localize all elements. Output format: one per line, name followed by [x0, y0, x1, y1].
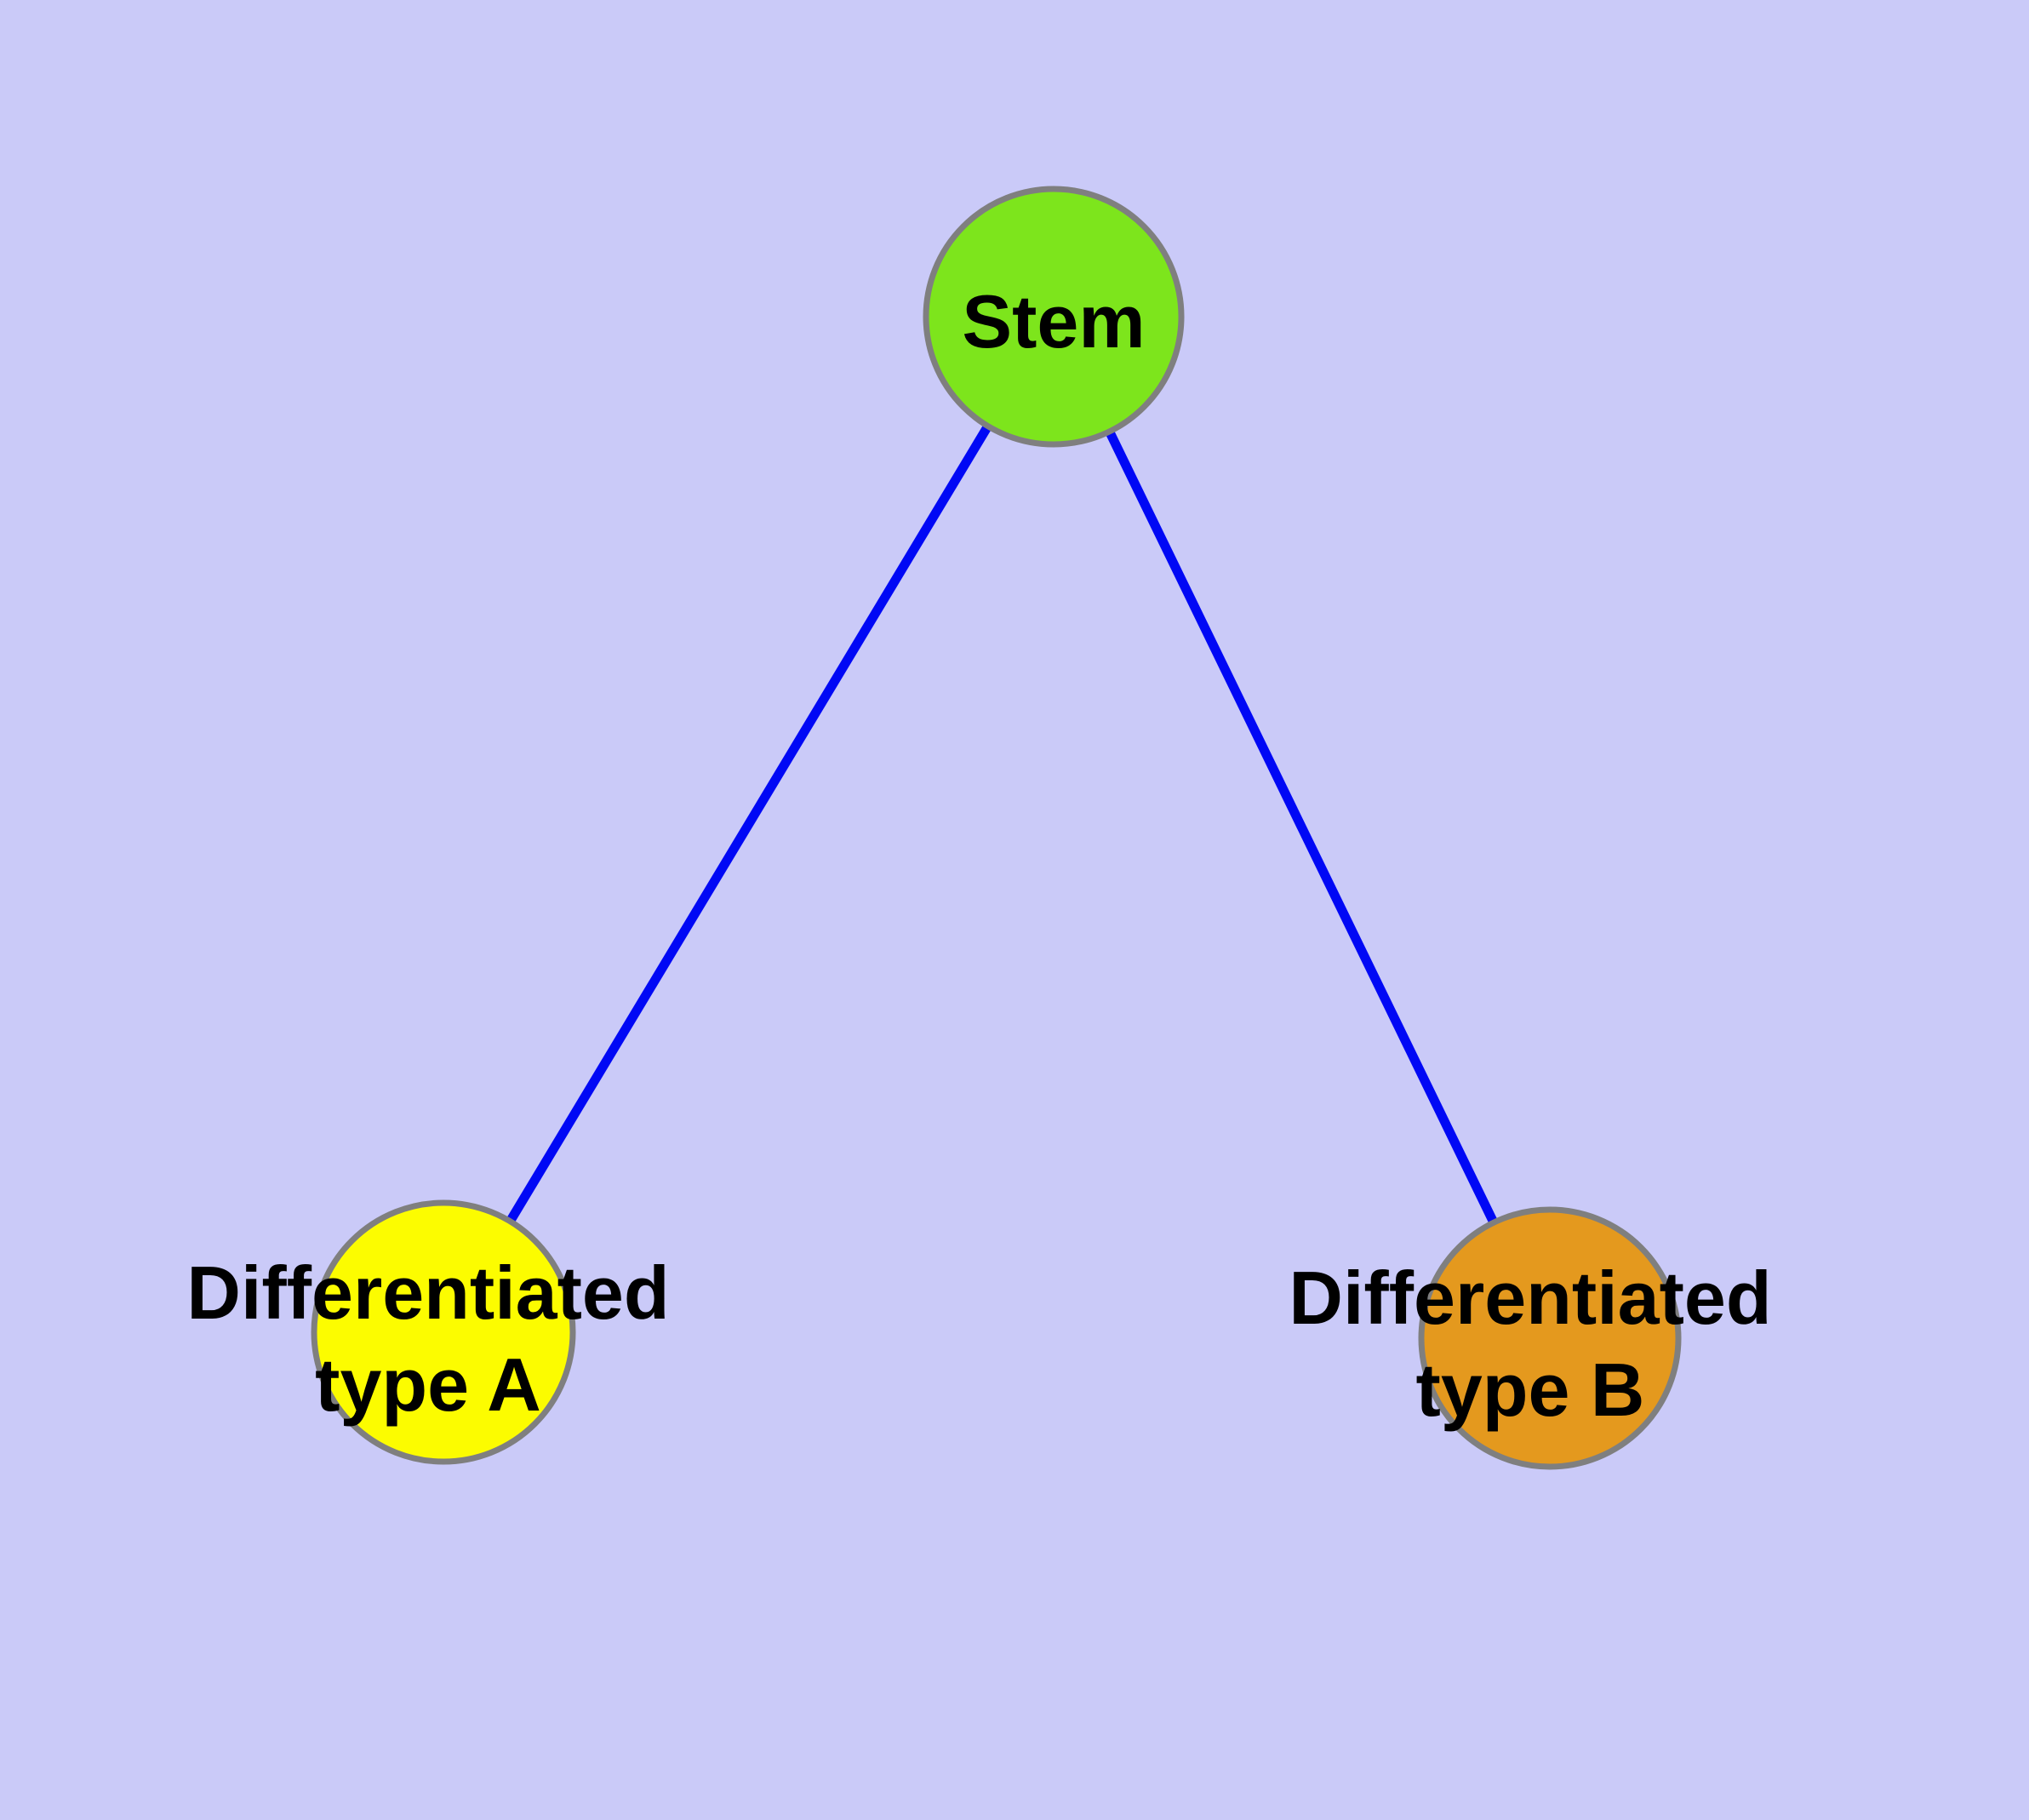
node-type-b-label-line1: Differentiated — [1289, 1256, 1771, 1340]
node-type-a-label: Differentiated type A — [186, 1251, 669, 1427]
node-type-a-label-line1: Differentiated — [186, 1251, 669, 1335]
node-stem — [923, 186, 1185, 448]
node-type-a — [311, 1199, 576, 1465]
edge-stem-to-type-b — [1049, 314, 1554, 1341]
node-type-b-label-line2: type B — [1416, 1348, 1645, 1432]
node-type-b — [1418, 1206, 1682, 1470]
node-stem-label: Stem — [962, 279, 1145, 363]
node-type-a-label-line2: type A — [315, 1342, 541, 1427]
node-type-b-label: Differentiated type B — [1289, 1256, 1771, 1432]
edge-stem-to-type-a — [439, 314, 1058, 1335]
